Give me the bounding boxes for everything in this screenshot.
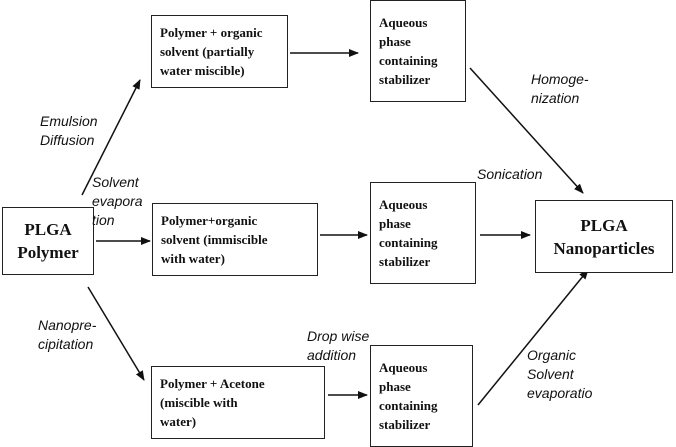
arrow-plga-to-partially <box>81 79 141 196</box>
node-aqueous-bottom-label: Aqueous phase containing stabilizer <box>379 360 438 432</box>
label-organic-solvent-evaporation: Organic Solvent evaporatio <box>527 347 593 401</box>
label-solvent-evaporation: Solvent evapora tion <box>92 174 143 228</box>
node-polymer-acetone: Polymer + Acetone (miscible with water) <box>151 366 325 439</box>
node-polymer-partially-miscible-label: Polymer + organic solvent (partially wat… <box>160 25 263 78</box>
node-polymer-immiscible-label: Polymer+organic solvent (immiscible with… <box>161 213 268 266</box>
label-homogenization: Homoge- nization <box>531 71 589 106</box>
node-plga-polymer: PLGA Polymer <box>2 207 94 275</box>
node-polymer-partially-miscible: Polymer + organic solvent (partially wat… <box>151 15 288 88</box>
node-plga-nanoparticles: PLGA Nanoparticles <box>535 200 673 273</box>
label-nanoprecipitation: Nanopre- cipitation <box>38 317 97 352</box>
arrow-aqueous-bottom-to-nanoparticles <box>477 269 589 406</box>
node-aqueous-middle: Aqueous phase containing stabilizer <box>370 182 476 284</box>
node-aqueous-middle-label: Aqueous phase containing stabilizer <box>379 197 438 269</box>
node-aqueous-bottom: Aqueous phase containing stabilizer <box>370 345 473 447</box>
label-drop-wise-addition: Drop wise addition <box>307 328 370 363</box>
label-emulsion-diffusion: Emulsion Diffusion <box>40 113 98 148</box>
node-polymer-acetone-label: Polymer + Acetone (miscible with water) <box>160 376 265 429</box>
node-plga-nanoparticles-label: PLGA Nanoparticles <box>553 215 655 258</box>
node-aqueous-top-label: Aqueous phase containing stabilizer <box>379 15 438 87</box>
arrow-plga-to-acetone <box>87 286 145 381</box>
node-polymer-immiscible: Polymer+organic solvent (immiscible with… <box>152 203 318 276</box>
label-sonication: Sonication <box>477 166 543 182</box>
node-aqueous-top: Aqueous phase containing stabilizer <box>370 0 466 102</box>
arrow-aqueous-top-to-nanoparticles <box>469 67 584 194</box>
node-plga-polymer-label: PLGA Polymer <box>17 220 79 262</box>
